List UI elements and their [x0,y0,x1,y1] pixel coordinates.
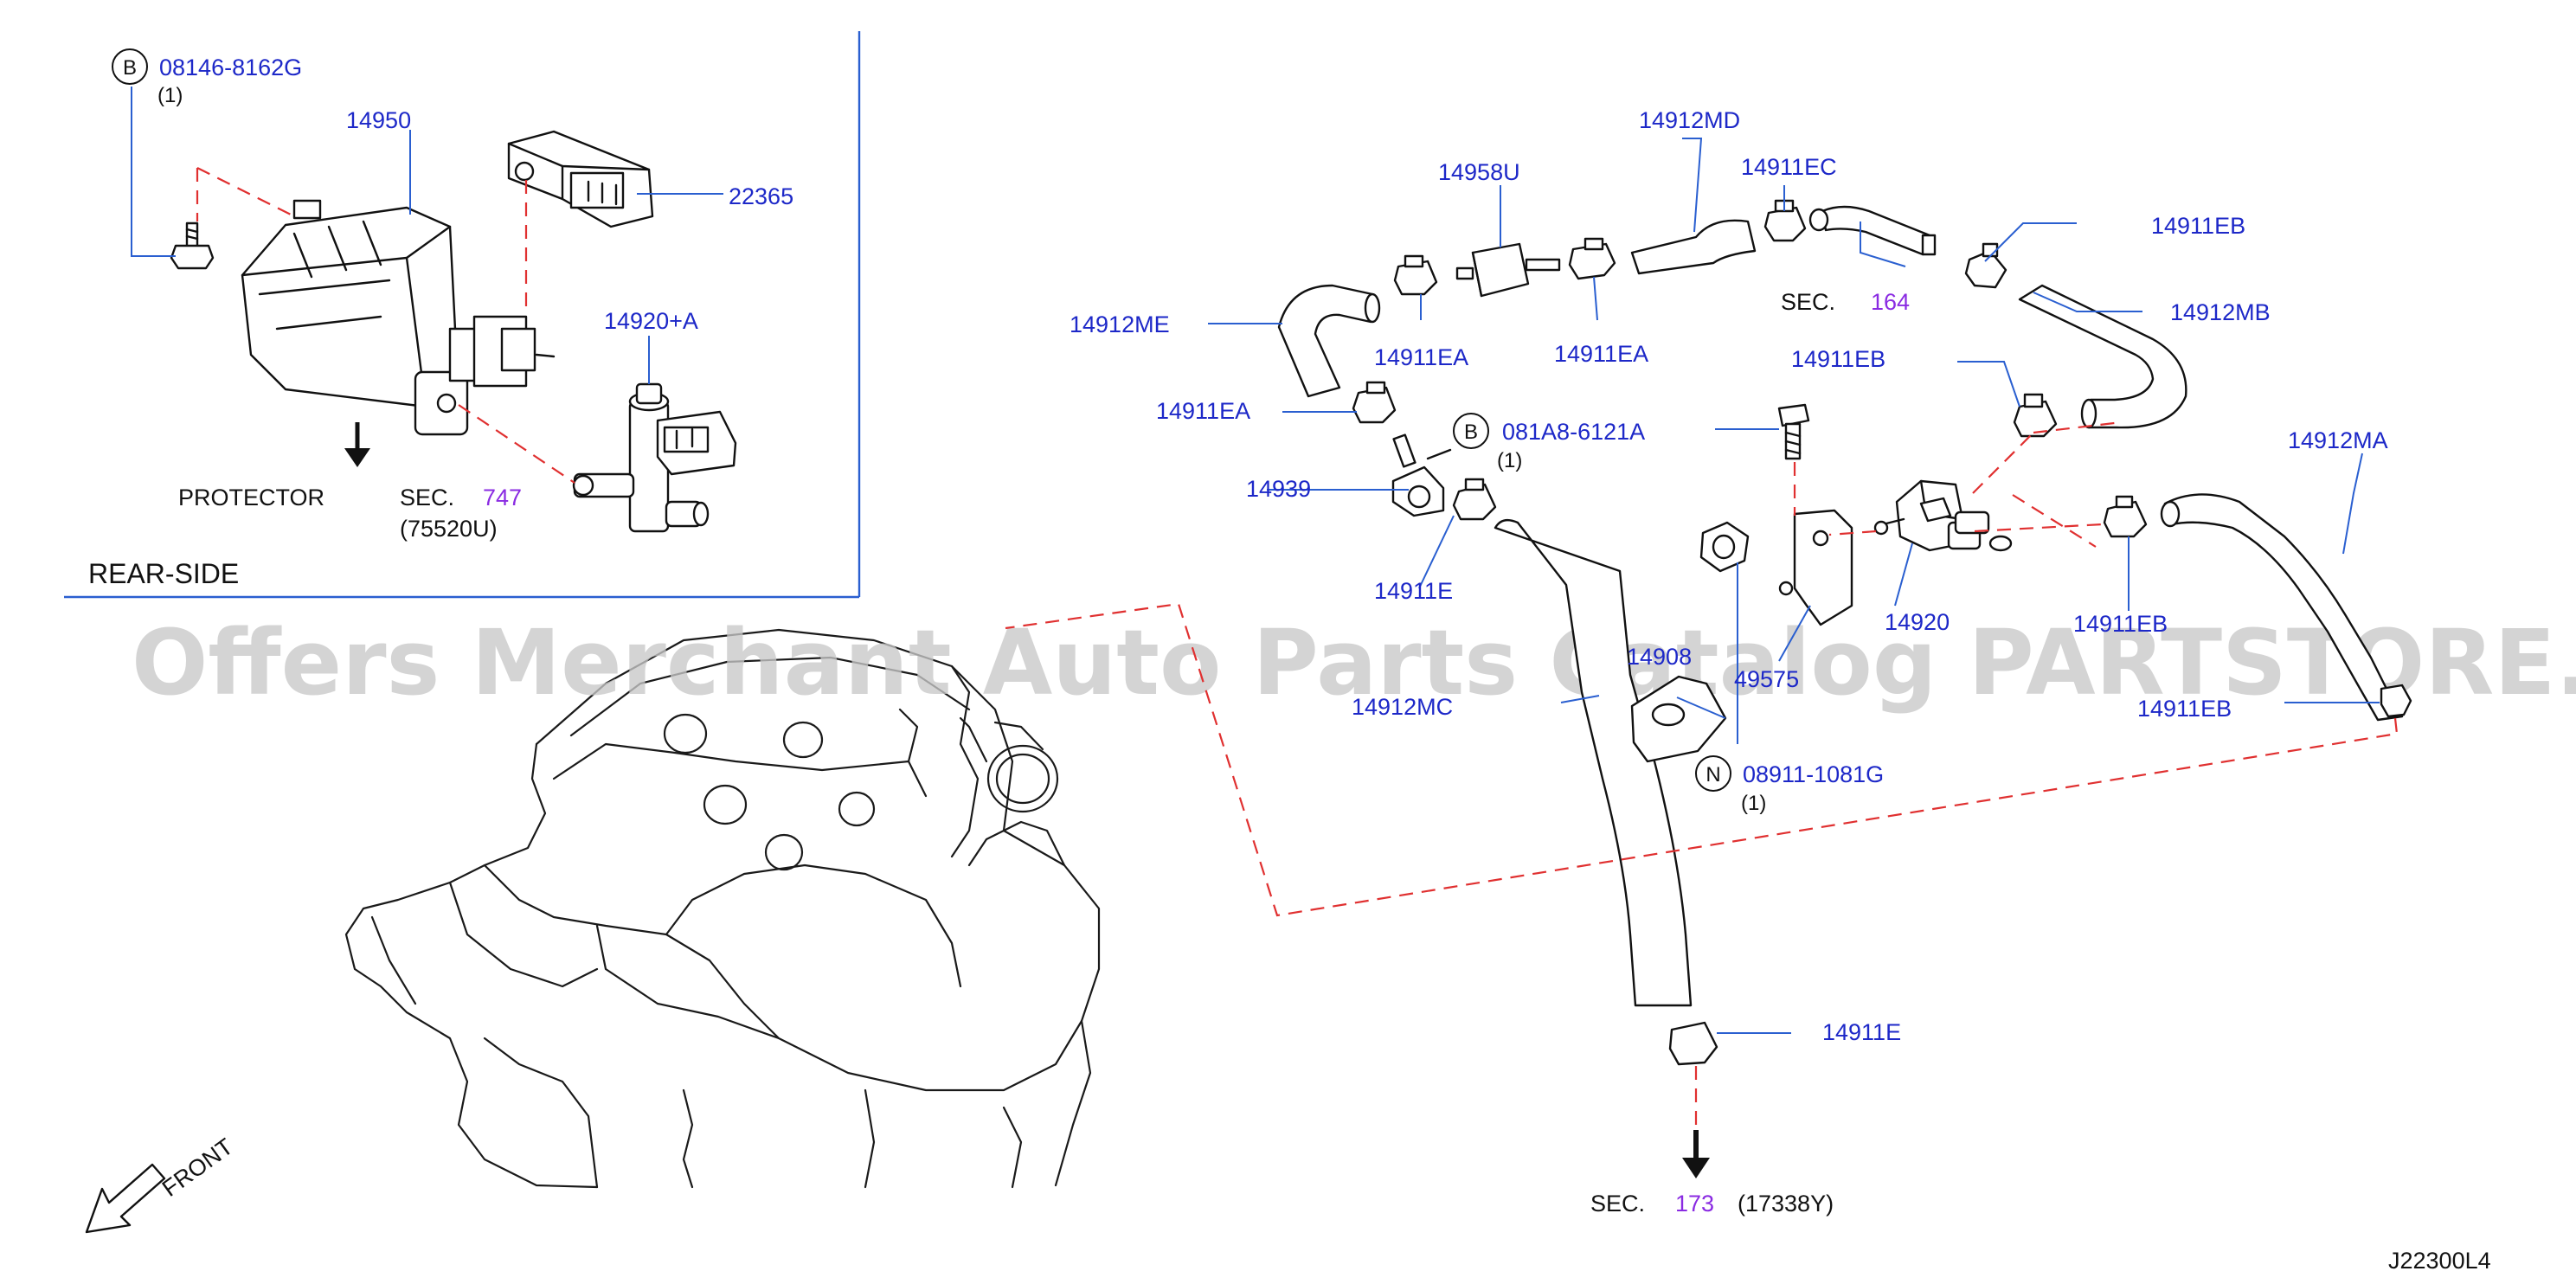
inset-title: REAR-SIDE [88,558,239,589]
clamp-14911EB-1-drawing [1964,242,2007,289]
protector-arrow [344,422,370,467]
clamp-14911EB-4-drawing [2380,684,2412,718]
part-label-22365[interactable]: 22365 [729,183,793,209]
hose-14912ME-drawing [1277,284,1381,398]
canister-14950-drawing [241,199,556,436]
part-label-14911EA-2[interactable]: 14911EA [1554,341,1648,367]
part-label-08911-1081G[interactable]: 08911-1081G [1743,761,1884,787]
diagram-id: J22300L4 [2388,1248,2491,1274]
part-label-14911EB-4[interactable]: 14911EB [2137,696,2232,722]
sec-173-link[interactable]: 173 [1675,1191,1714,1217]
valve-14920-drawing [1873,479,2013,552]
part-label-14911E-2[interactable]: 14911E [1822,1019,1901,1045]
engine-outline [344,628,1101,1189]
clamp-14911EA-2-drawing [1568,237,1616,280]
sec-173-ref: (17338Y) [1738,1191,1834,1217]
part-label-14958U[interactable]: 14958U [1438,159,1520,185]
sec173-arrow [1682,1130,1710,1178]
part-label-14912MA[interactable]: 14912MA [2288,427,2388,453]
protector-label: PROTECTOR [178,485,324,510]
nut-badge: N [1695,755,1731,792]
hose-sec164-drawing [1808,205,1937,256]
sec-747-prefix: SEC. [400,485,454,510]
part-label-14912MB[interactable]: 14912MB [2170,299,2271,325]
sec-164-prefix: SEC. [1781,289,1835,315]
clamp-14911EB-2-drawing [2013,393,2058,438]
part-label-14950[interactable]: 14950 [346,107,411,133]
part-label-14939[interactable]: 14939 [1246,476,1311,502]
front-label: FRONT [157,1133,238,1202]
part-label-14912ME[interactable]: 14912ME [1070,311,1170,337]
part-label-081A8-6121A[interactable]: 081A8-6121A [1502,419,1645,445]
watermark-text: Offers Merchant Auto Parts Catalog PARTS… [132,610,2576,716]
part-label-14911EB-2[interactable]: 14911EB [1791,346,1885,372]
bolt-081A8-6121A-drawing [1777,403,1810,460]
valve-14939-drawing [1391,433,1452,517]
part-label-14911EC[interactable]: 14911EC [1741,154,1837,180]
sec-747-ref: (75520U) [400,516,498,542]
main-bolt-badge: B [1453,413,1489,449]
part-label-14908[interactable]: 14908 [1627,644,1692,670]
part-label-14912MD[interactable]: 14912MD [1639,107,1740,133]
main-leaders [1208,138,2380,1034]
nut-badge-text: N [1706,763,1720,786]
nut-08911-1081G-drawing [1699,521,1750,573]
main-dashed-paths [1005,421,2399,1125]
bracket-49575-drawing [1778,509,1853,626]
hose-14912MC-drawing [1494,518,1693,1007]
inset-dashed-paths [196,167,575,484]
sec-164-link[interactable]: 164 [1871,289,1910,315]
inset-bolt-badge: B [112,48,148,85]
front-arrow-icon [85,1163,166,1234]
clamp-14911EA-3-drawing [1352,381,1397,424]
sec-747-link[interactable]: 747 [483,485,522,510]
insulator-14908-drawing [1630,675,1727,763]
hose-14912MD-drawing [1630,219,1757,275]
clamp-14911E-1-drawing [1452,478,1497,521]
part-label-14911EA-1[interactable]: 14911EA [1374,344,1468,370]
connector-22365-drawing [507,130,654,228]
clamp-14911EA-1-drawing [1393,254,1438,296]
main-bolt-badge-text: B [1464,421,1478,444]
part-label-14920[interactable]: 14920 [1885,609,1950,635]
clamp-14911E-2-drawing [1668,1021,1718,1066]
part-label-49575[interactable]: 49575 [1734,666,1799,692]
bolt-08146-8162G-drawing [170,221,215,270]
clamp-14911EB-3-drawing [2103,495,2148,538]
inset-leaders [131,87,723,384]
qty-label-08911: (1) [1741,792,1766,815]
part-label-14912MC[interactable]: 14912MC [1352,694,1453,720]
hose-14912MB-drawing [2018,284,2187,429]
qty-label-08146: (1) [157,84,183,107]
part-label-14911EA-3[interactable]: 14911EA [1156,398,1250,424]
qty-label-081A8: (1) [1497,449,1522,472]
sec-173-prefix: SEC. [1590,1191,1645,1217]
filter-14958U-drawing [1455,242,1561,298]
valve-14920A-drawing [572,382,737,533]
part-label-14911EB-3[interactable]: 14911EB [2073,611,2168,637]
inset-frame [64,31,861,599]
clamp-14911EC-drawing [1763,199,1807,242]
part-label-14911E-1[interactable]: 14911E [1374,578,1453,604]
part-label-14911EB-1[interactable]: 14911EB [2151,213,2245,239]
bolt-badge-text: B [123,56,137,80]
part-label-14920A[interactable]: 14920+A [604,308,698,334]
part-label-08146-8162G[interactable]: 08146-8162G [159,55,302,80]
